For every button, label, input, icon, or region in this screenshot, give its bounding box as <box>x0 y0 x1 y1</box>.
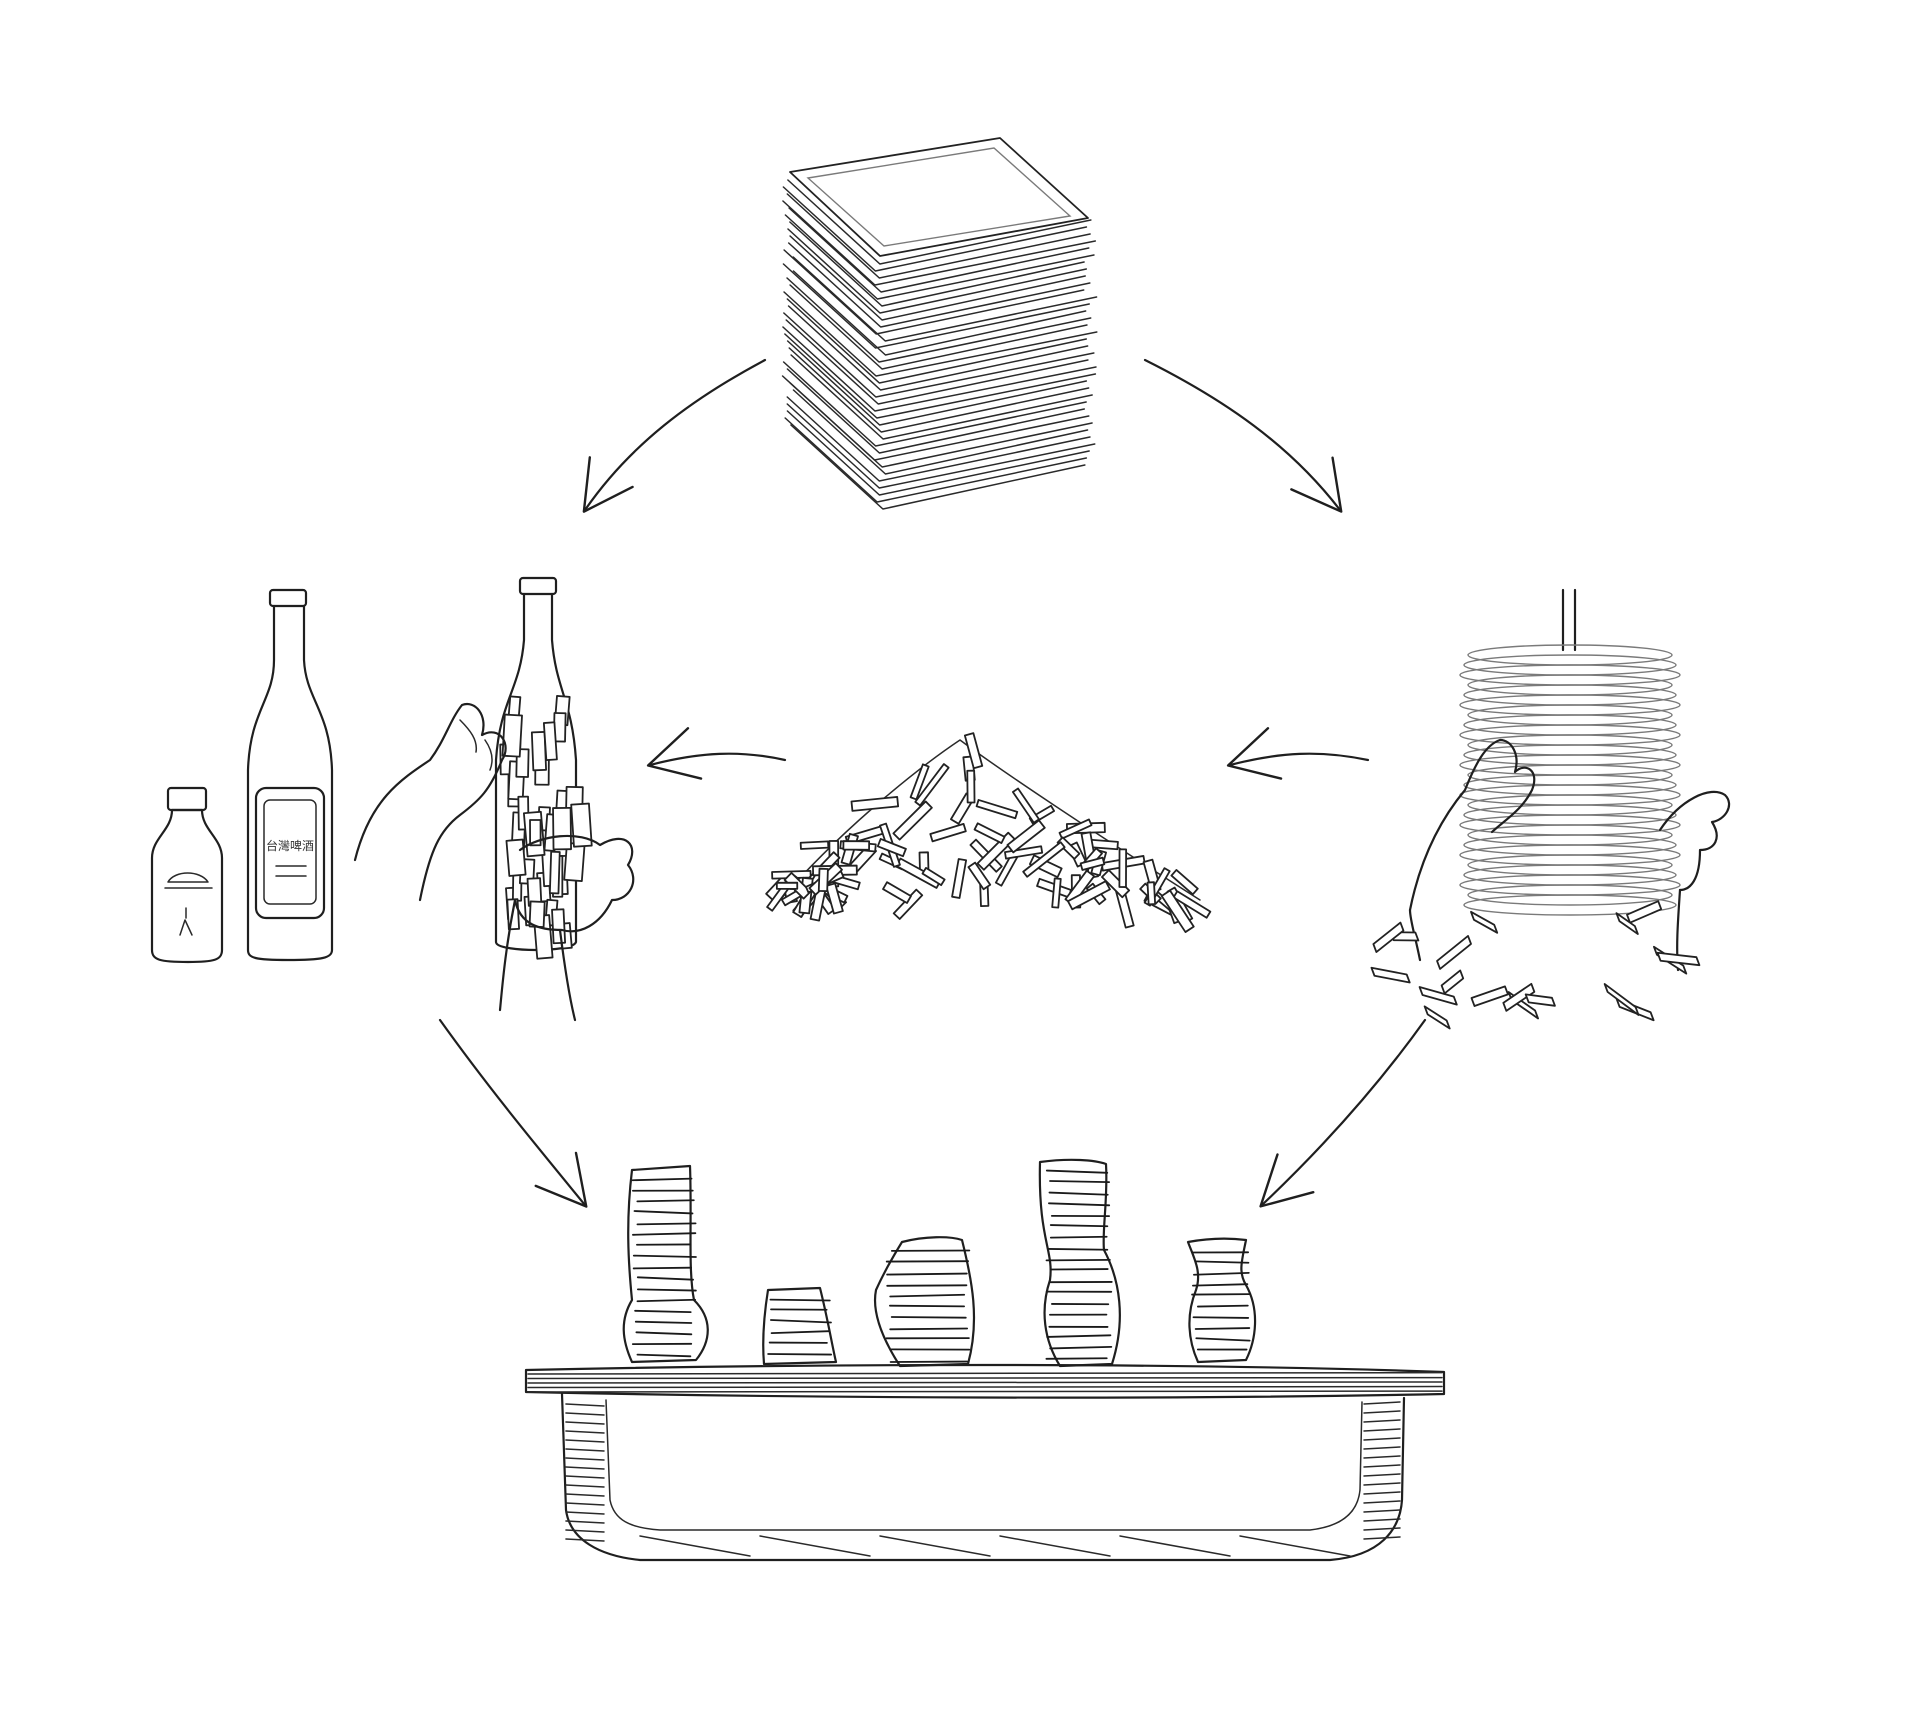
vessel-right-small <box>1188 1239 1255 1362</box>
beer-bottle-icon: 台灣啤酒 <box>248 590 332 960</box>
arrow-disc-to-shreds <box>1230 754 1368 765</box>
wrapped-bottle-icon <box>496 578 592 959</box>
tray-basin <box>562 1394 1404 1560</box>
disc-mould-wrapping-icon <box>1371 590 1729 1029</box>
hands-icon <box>355 704 633 1020</box>
arrow-paper-to-disc <box>1145 360 1340 510</box>
arrow-paper-to-bottle <box>585 360 765 510</box>
beer-bottle-label: 台灣啤酒 <box>266 838 314 853</box>
vessel-middle <box>875 1237 974 1366</box>
paper-vessels-tray-icon <box>526 1160 1444 1560</box>
arrow-bottle-to-vessels <box>440 1020 585 1205</box>
shredded-paper-pile-icon <box>766 733 1210 932</box>
tray-rim <box>526 1365 1444 1398</box>
arrow-shreds-to-bottle <box>650 754 785 765</box>
paper-stack-icon <box>783 138 1097 509</box>
arrow-disc-to-vessels <box>1262 1020 1425 1205</box>
small-bottle-icon <box>152 788 222 962</box>
bottle-wrapping-icon: 台灣啤酒 <box>152 578 633 1020</box>
